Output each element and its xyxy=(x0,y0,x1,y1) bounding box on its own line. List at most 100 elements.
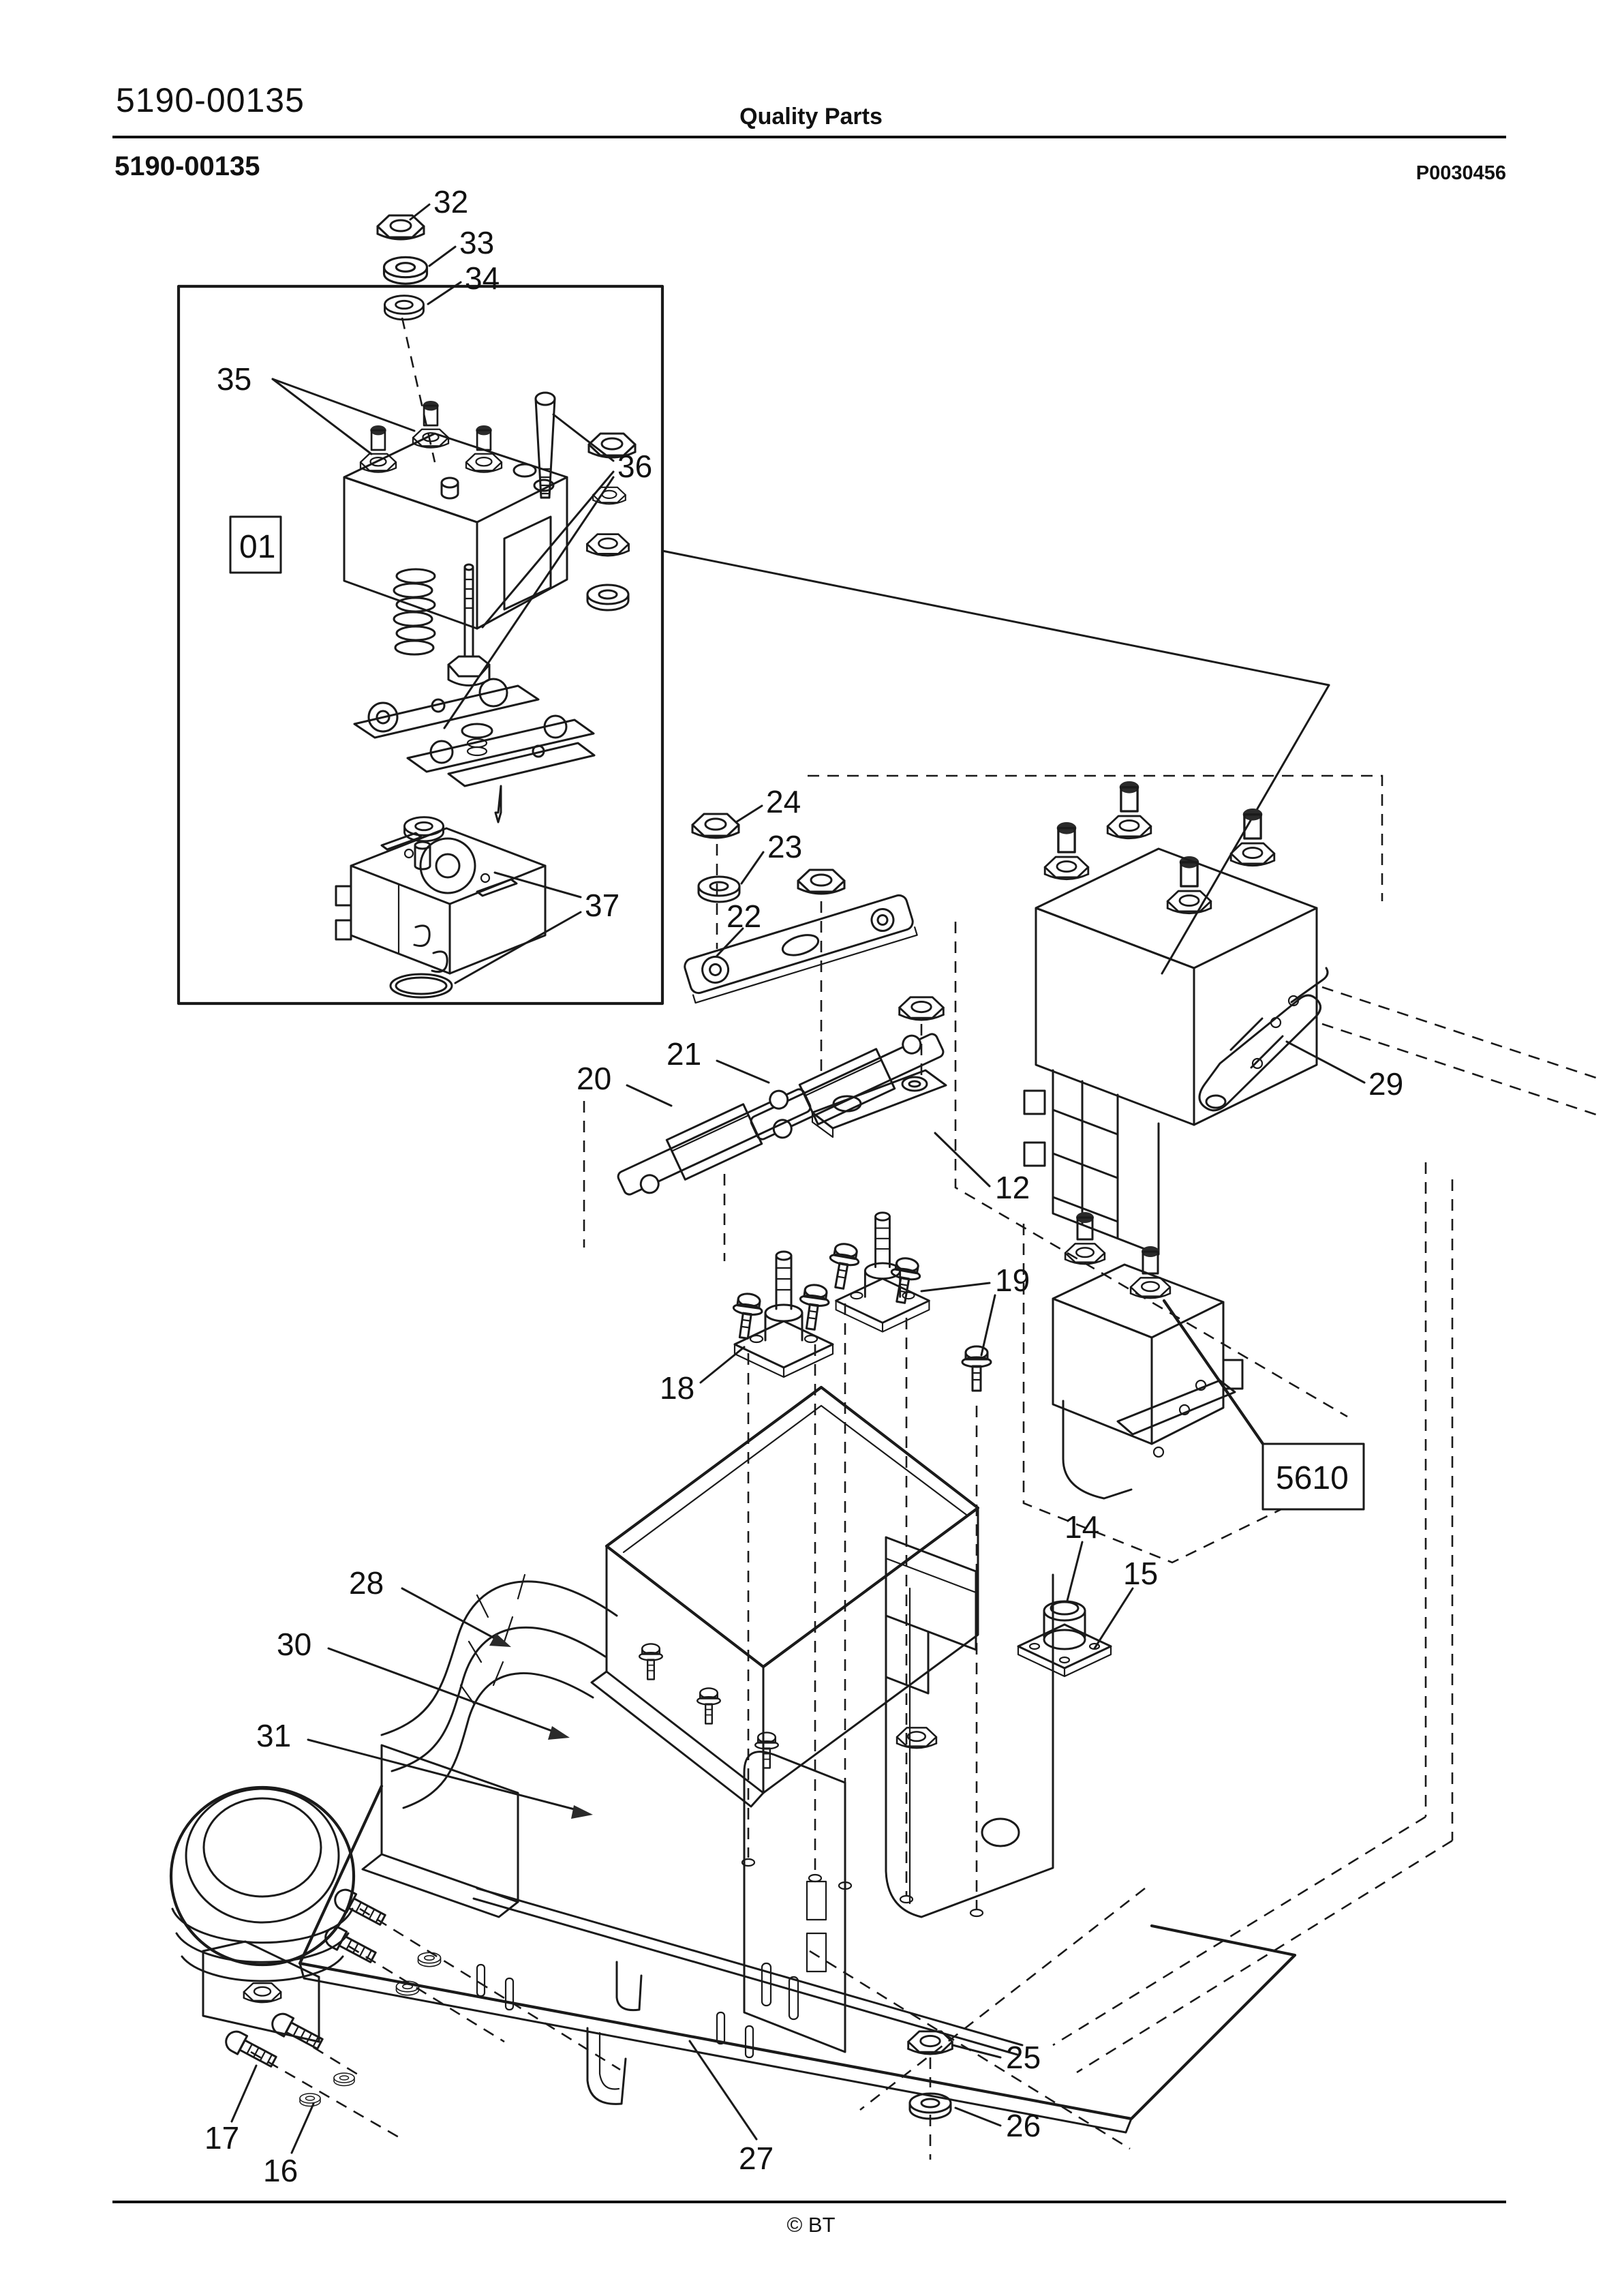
panel-ghost-edge xyxy=(1321,1023,1599,1117)
hex-bolt-36 xyxy=(447,563,491,686)
panel-ghost-edge xyxy=(1321,986,1599,1080)
screw-17 xyxy=(221,2027,279,2072)
panel-ghost-edge xyxy=(859,1887,1146,2111)
callout-33: 33 xyxy=(428,225,494,267)
svg-text:22: 22 xyxy=(726,898,761,934)
callout-37: 37 xyxy=(454,871,619,984)
callout-31: 31 xyxy=(256,1718,593,1819)
svg-text:23: 23 xyxy=(767,829,802,864)
nut-25-part xyxy=(907,2030,953,2055)
detail-label-5610-text: 5610 xyxy=(1276,1460,1349,1496)
panel-ghost-outline xyxy=(954,922,1348,1418)
detail-label-5610: 5610 xyxy=(1162,1299,1365,1511)
svg-text:32: 32 xyxy=(433,184,468,220)
detail-pointer-line xyxy=(661,549,1330,686)
panel-ghost-edge xyxy=(1076,1839,1453,2074)
svg-text:21: 21 xyxy=(667,1036,701,1072)
header-rule xyxy=(112,136,1506,138)
callout-35: 35 xyxy=(217,361,416,455)
svg-text:28: 28 xyxy=(349,1565,384,1601)
callout-28: 28 xyxy=(349,1565,511,1647)
svg-text:30: 30 xyxy=(277,1627,311,1662)
nut-part xyxy=(586,533,630,557)
callout-36: 36 xyxy=(443,413,652,729)
callout-15: 15 xyxy=(1093,1556,1158,1650)
footer-rule xyxy=(112,2201,1506,2203)
svg-text:29: 29 xyxy=(1368,1066,1403,1102)
callout-20: 20 xyxy=(577,1061,673,1107)
detail-label-01: 01 xyxy=(229,515,282,574)
callout-26: 26 xyxy=(954,2106,1041,2143)
bolt-36-long xyxy=(534,391,556,499)
callout-27: 27 xyxy=(688,2040,774,2176)
callout-34: 34 xyxy=(427,260,500,305)
plate-hole xyxy=(741,1858,756,1867)
svg-text:15: 15 xyxy=(1123,1556,1158,1591)
callout-32: 32 xyxy=(409,184,468,221)
center-bracket xyxy=(743,1751,846,2053)
header-doc-number: 5190-00135 xyxy=(116,81,305,119)
detail-label-01-text: 01 xyxy=(239,529,275,565)
panel-ghost-edge xyxy=(1052,1815,1426,2046)
header-title: Quality Parts xyxy=(739,104,883,130)
side-bracket xyxy=(885,1573,1054,1918)
busbar-12 xyxy=(811,1069,947,1138)
callout-14: 14 xyxy=(1065,1509,1099,1602)
projection-line xyxy=(401,317,436,463)
projection-line xyxy=(296,2036,362,2078)
nut-part xyxy=(898,996,945,1021)
contactor-5610-assembly xyxy=(1022,1212,1336,1564)
cable-lug-29 xyxy=(1198,967,1329,1112)
cable-bracket xyxy=(361,1744,519,1918)
svg-text:17: 17 xyxy=(204,2120,239,2156)
nut-32-part xyxy=(376,214,425,241)
projection-line xyxy=(250,2051,399,2139)
callouts: 32 33 34 35 36 xyxy=(204,184,1403,2188)
plate-hole xyxy=(969,1908,984,1918)
svg-text:34: 34 xyxy=(465,260,500,296)
svg-text:31: 31 xyxy=(256,1718,291,1753)
contact-bridge-assembly xyxy=(353,678,596,824)
svg-text:36: 36 xyxy=(617,449,652,484)
contactor-double-assembly xyxy=(1023,781,1318,1256)
cap-14-part xyxy=(1017,1600,1112,1678)
page-doc-number: 5190-00135 xyxy=(114,151,260,181)
callout-25: 25 xyxy=(951,2040,1041,2075)
svg-text:27: 27 xyxy=(739,2141,774,2176)
svg-text:25: 25 xyxy=(1006,2040,1041,2075)
callout-17: 17 xyxy=(204,2064,258,2156)
washer-16 xyxy=(417,1952,442,1967)
callout-23: 23 xyxy=(740,829,802,885)
svg-text:18: 18 xyxy=(660,1370,694,1406)
link-plate-22 xyxy=(684,894,918,1004)
contactor-01-assembly xyxy=(343,401,568,630)
callout-21: 21 xyxy=(667,1036,770,1084)
svg-text:24: 24 xyxy=(766,784,801,819)
svg-text:12: 12 xyxy=(995,1170,1030,1205)
screw-17 xyxy=(267,2009,326,2055)
washer-33-part xyxy=(382,256,429,285)
callout-18: 18 xyxy=(660,1346,746,1406)
svg-text:16: 16 xyxy=(263,2153,298,2188)
washer-part xyxy=(586,584,630,611)
controller-box xyxy=(590,1385,980,1808)
washer-16 xyxy=(333,2072,355,2087)
callout-24: 24 xyxy=(735,784,801,824)
plate-hole xyxy=(808,1873,823,1883)
svg-text:14: 14 xyxy=(1065,1509,1099,1545)
callout-30: 30 xyxy=(277,1627,570,1740)
svg-text:20: 20 xyxy=(577,1061,611,1096)
washer-16 xyxy=(299,2093,321,2107)
detail-frame-01 xyxy=(177,284,664,1006)
solenoid-37-assembly xyxy=(335,827,547,999)
spring-part xyxy=(393,568,436,656)
washer-34-part xyxy=(384,294,425,321)
callout-29: 29 xyxy=(1285,1040,1403,1102)
callout-12: 12 xyxy=(934,1132,1030,1205)
base-plate xyxy=(298,1784,1297,2134)
horn-assembly xyxy=(169,1785,1024,2056)
svg-text:35: 35 xyxy=(217,361,251,397)
plate-hole xyxy=(899,1894,914,1904)
nut-24-part xyxy=(691,813,740,839)
